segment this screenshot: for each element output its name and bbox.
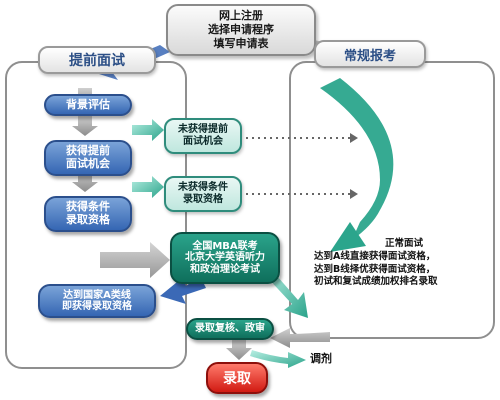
left-section-title: 提前面试 [38,46,156,74]
get-conditional-line-2: 录取资格 [66,213,110,226]
arrow-to-no-interview [132,119,164,141]
arrow-left-to-exam [100,242,170,278]
get-conditional: 获得条件 录取资格 [44,196,132,232]
no-interview: 未获得提前 面试机会 [164,118,242,154]
transfer: 调剂 [310,352,332,365]
no-interview-line-2: 面试机会 [183,136,223,147]
right-section-title: 常规报考 [314,40,426,68]
top-line-1: 网上注册 [219,9,263,23]
no-interview-line-1: 未获得提前 [178,123,228,135]
normal-interview-line-3: 达到B线择优获得面试资格， [314,263,436,275]
retest: 录取复核、政审 [186,318,274,340]
no-conditional: 未获得条件 录取资格 [164,176,242,212]
national-exam-line-3: 和政治理论考试 [190,263,260,275]
reach-a-line-line-1: 达到国家A类线 [63,289,131,301]
top-line-3: 填写申请表 [213,36,269,50]
national-exam: 全国MBA联考 北京大学英语听力 和政治理论考试 [170,232,280,284]
get-interview: 获得提前 面试机会 [44,140,132,176]
arrow-left-2 [72,116,98,136]
admission: 录取 [206,362,268,394]
arrow-big-right-curve [320,78,394,240]
get-interview-line-2: 面试机会 [66,157,110,170]
background-eval: 背景评估 [44,94,132,116]
normal-interview: 正常面试 达到A线直接获得面试资格， 达到B线择优获得面试资格， 初试和复试成绩… [314,238,494,308]
arrow-interview-to-retest [270,328,330,348]
arrow-to-no-conditional [132,176,164,198]
get-interview-line-1: 获得提前 [66,144,110,158]
normal-interview-line-2: 达到A线直接获得面试资格， [314,250,436,262]
top-box: 网上注册 选择申请程序 填写申请表 [166,4,316,56]
reach-a-line: 达到国家A类线 即获得录取资格 [38,284,156,318]
top-line-2: 选择申请程序 [208,23,274,37]
no-conditional-line-1: 未获得条件 [178,181,228,193]
no-conditional-line-2: 录取资格 [183,194,223,205]
arrow-to-transfer [250,350,306,368]
get-conditional-line-1: 获得条件 [66,200,110,214]
normal-interview-line-4: 初试和复试成绩加权排名录取 [314,276,438,288]
national-exam-line-1: 全国MBA联考 [192,240,258,252]
arrow-retest-to-admission [226,340,252,360]
national-exam-line-2: 北京大学英语听力 [185,252,265,264]
normal-interview-line-1: 正常面试 [384,238,423,249]
reach-a-line-line-2: 即获得录取资格 [62,301,132,312]
